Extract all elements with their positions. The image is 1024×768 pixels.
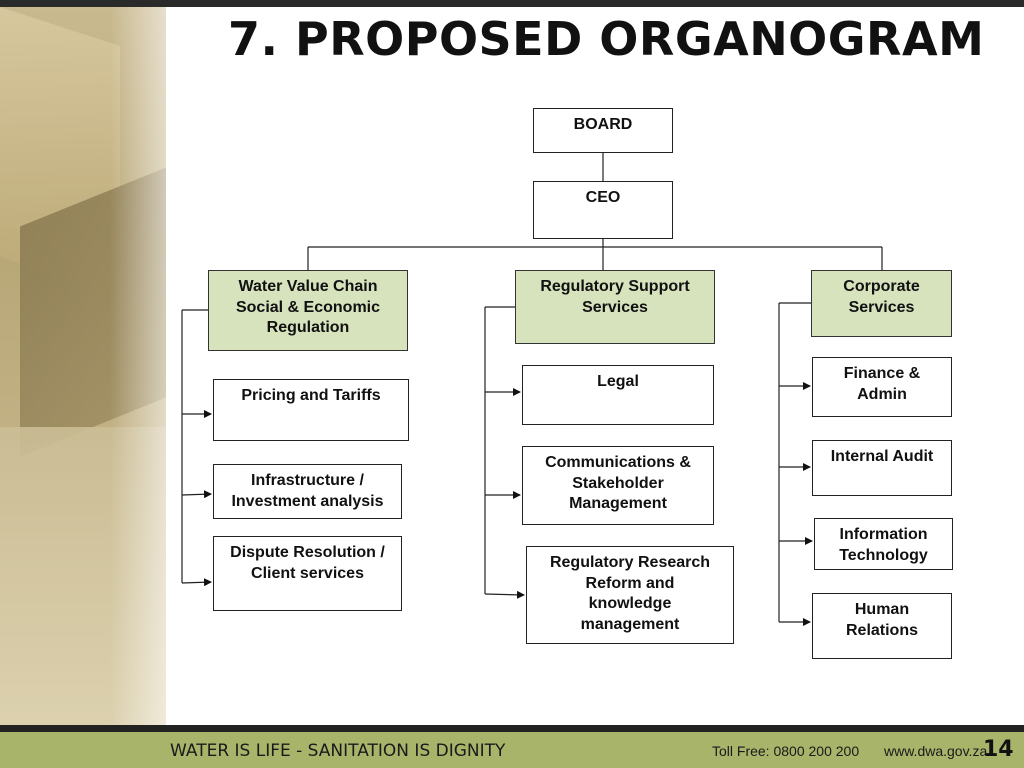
connector-arrow-infrastructure bbox=[181, 490, 212, 499]
connector-arrow-research bbox=[484, 590, 525, 599]
top-bar bbox=[0, 0, 1024, 7]
unit-communications-stakeholder: Communications & Stakeholder Management bbox=[522, 446, 714, 525]
board-box: BOARD bbox=[533, 108, 673, 153]
footer-motto: WATER IS LIFE - SANITATION IS DIGNITY bbox=[170, 741, 506, 761]
division-water-value-chain: Water Value Chain Social & Economic Regu… bbox=[208, 270, 408, 351]
unit-regulatory-research: Regulatory Research Reform and knowledge… bbox=[526, 546, 734, 644]
footer-website: www.dwa.gov.za bbox=[884, 743, 988, 759]
unit-dispute-resolution: Dispute Resolution / Client services bbox=[213, 536, 402, 611]
unit-human-relations: Human Relations bbox=[812, 593, 952, 659]
footer-toll-free: Toll Free: 0800 200 200 bbox=[712, 743, 860, 759]
unit-legal: Legal bbox=[522, 365, 714, 425]
slide-title: 7. PROPOSED ORGANOGRAM bbox=[228, 12, 985, 66]
unit-internal-audit: Internal Audit bbox=[812, 440, 952, 496]
unit-information-technology: Information Technology bbox=[814, 518, 953, 570]
unit-finance-admin: Finance & Admin bbox=[812, 357, 952, 417]
unit-infrastructure-investment: Infrastructure / Investment analysis bbox=[213, 464, 402, 519]
footer-bar: WATER IS LIFE - SANITATION IS DIGNITY To… bbox=[0, 725, 1024, 768]
page-number: 14 bbox=[983, 737, 1014, 762]
division-regulatory-support: Regulatory Support Services bbox=[515, 270, 715, 344]
photo-fade bbox=[110, 7, 166, 725]
unit-pricing-tariffs: Pricing and Tariffs bbox=[213, 379, 409, 441]
side-photo-panel bbox=[0, 7, 166, 725]
ceo-box: CEO bbox=[533, 181, 673, 239]
division-corporate-services: Corporate Services bbox=[811, 270, 952, 337]
connector-arrow-dispute bbox=[181, 578, 212, 587]
